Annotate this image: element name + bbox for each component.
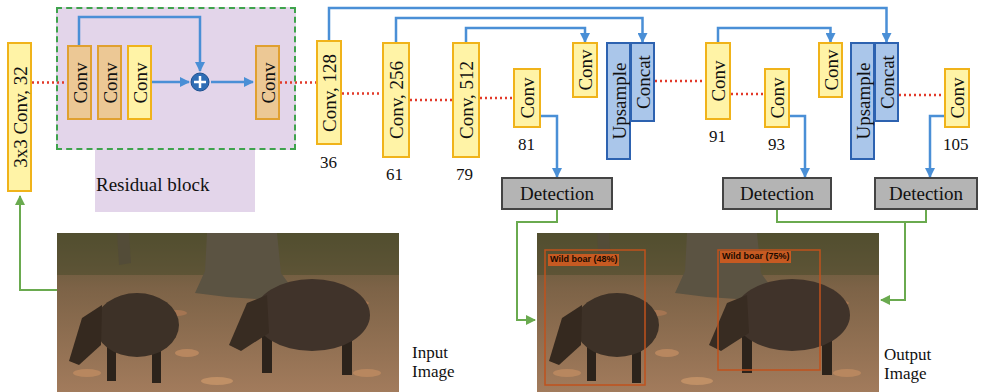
conv-layer: Conv [255,45,280,120]
conv-layer: Conv [705,42,731,120]
detection-head: Detection [722,177,832,210]
output-photo [537,233,879,392]
layer-label: Upsample [609,62,628,139]
concat-layer: Concat [630,42,655,122]
layer-label: Conv [948,77,967,118]
residual-panel [95,150,255,212]
bounding-box [545,250,645,385]
dotted-link [655,80,705,83]
upsample-layer: Upsample [606,42,631,160]
dotted-link [480,97,513,100]
add-symbol [191,73,209,91]
layer-index: 93 [768,136,785,155]
residual-arrow [151,81,189,84]
dotted-link [899,94,944,97]
block-heading: Residual block [96,175,209,194]
layer-label: Conv [518,77,537,118]
conv-layer: Conv [97,45,122,120]
layer-index: 61 [386,166,403,185]
conv-layer: Conv, 512 [452,42,480,158]
layer-index: 105 [943,136,969,155]
layer-label: Conv [70,62,89,103]
output-arrow [777,210,905,300]
layer-label: Conv [576,49,595,90]
route-arrow [790,116,805,177]
residual-arrow [211,81,253,84]
layer-label: Upsample [853,62,872,139]
dotted-link [280,81,316,84]
concat-layer: Concat [874,42,899,122]
conv-layer: Conv [127,45,152,120]
route-arrow [466,28,585,42]
layer-label: Conv [709,60,728,101]
conv-layer: Conv [764,68,790,128]
conv-layer: Conv [572,42,598,98]
residual-block: Residual blockConvConvConvConv [56,7,296,150]
layer-index: 36 [320,154,337,173]
conv-layer: Conv, 256 [382,42,410,158]
conv-layer: Conv [513,68,541,128]
layer-index: 91 [709,128,726,147]
layer-index: 79 [456,166,473,185]
layer-label: Concat [877,55,896,109]
conv-layer: Conv [944,68,970,128]
layer-label: Conv [768,77,787,118]
layer-label: Detection [889,184,963,203]
layer-index: 81 [518,136,535,155]
input-arrow [20,196,57,290]
layer-label: Conv [100,62,119,103]
output-arrow [905,210,926,222]
input-photo [57,233,399,392]
layer-label: Conv [821,49,840,90]
conv-layer: Conv [67,45,92,120]
dotted-link [342,92,382,95]
route-arrow [541,116,557,177]
conv-layer: Conv, 128 [316,40,342,145]
layer-label: Conv [258,62,277,103]
detection-head: Detection [874,177,978,210]
upsample-layer: Upsample [850,42,875,160]
detection-tag: Wild boar (48%) [548,254,619,266]
dotted-link [32,81,67,84]
detection-head: Detection [501,177,613,210]
image-caption: Input Image [412,344,472,381]
layer-label: Conv, 128 [320,54,339,132]
layer-label: 3x3 Conv, 32 [10,66,29,168]
residual-panel [56,7,296,150]
detection-tag: Wild boar (75%) [720,251,791,263]
route-arrow [718,28,831,42]
route-arrow [930,116,944,177]
layer-label: Detection [740,184,814,203]
layer-label: Conv [130,62,149,103]
dotted-link [410,99,452,102]
layer-label: Concat [633,55,652,109]
route-arrow [396,18,643,42]
add-symbol [194,76,206,88]
bounding-box [718,250,820,370]
conv-layer: Conv [818,42,843,98]
route-arrow [329,8,887,42]
dotted-link [731,93,764,96]
layer-label: Conv, 256 [387,61,406,139]
conv-layer: 3x3 Conv, 32 [7,42,32,192]
layer-label: Conv, 512 [457,61,476,139]
image-caption: Output Image [884,346,944,383]
layer-label: Detection [520,184,594,203]
